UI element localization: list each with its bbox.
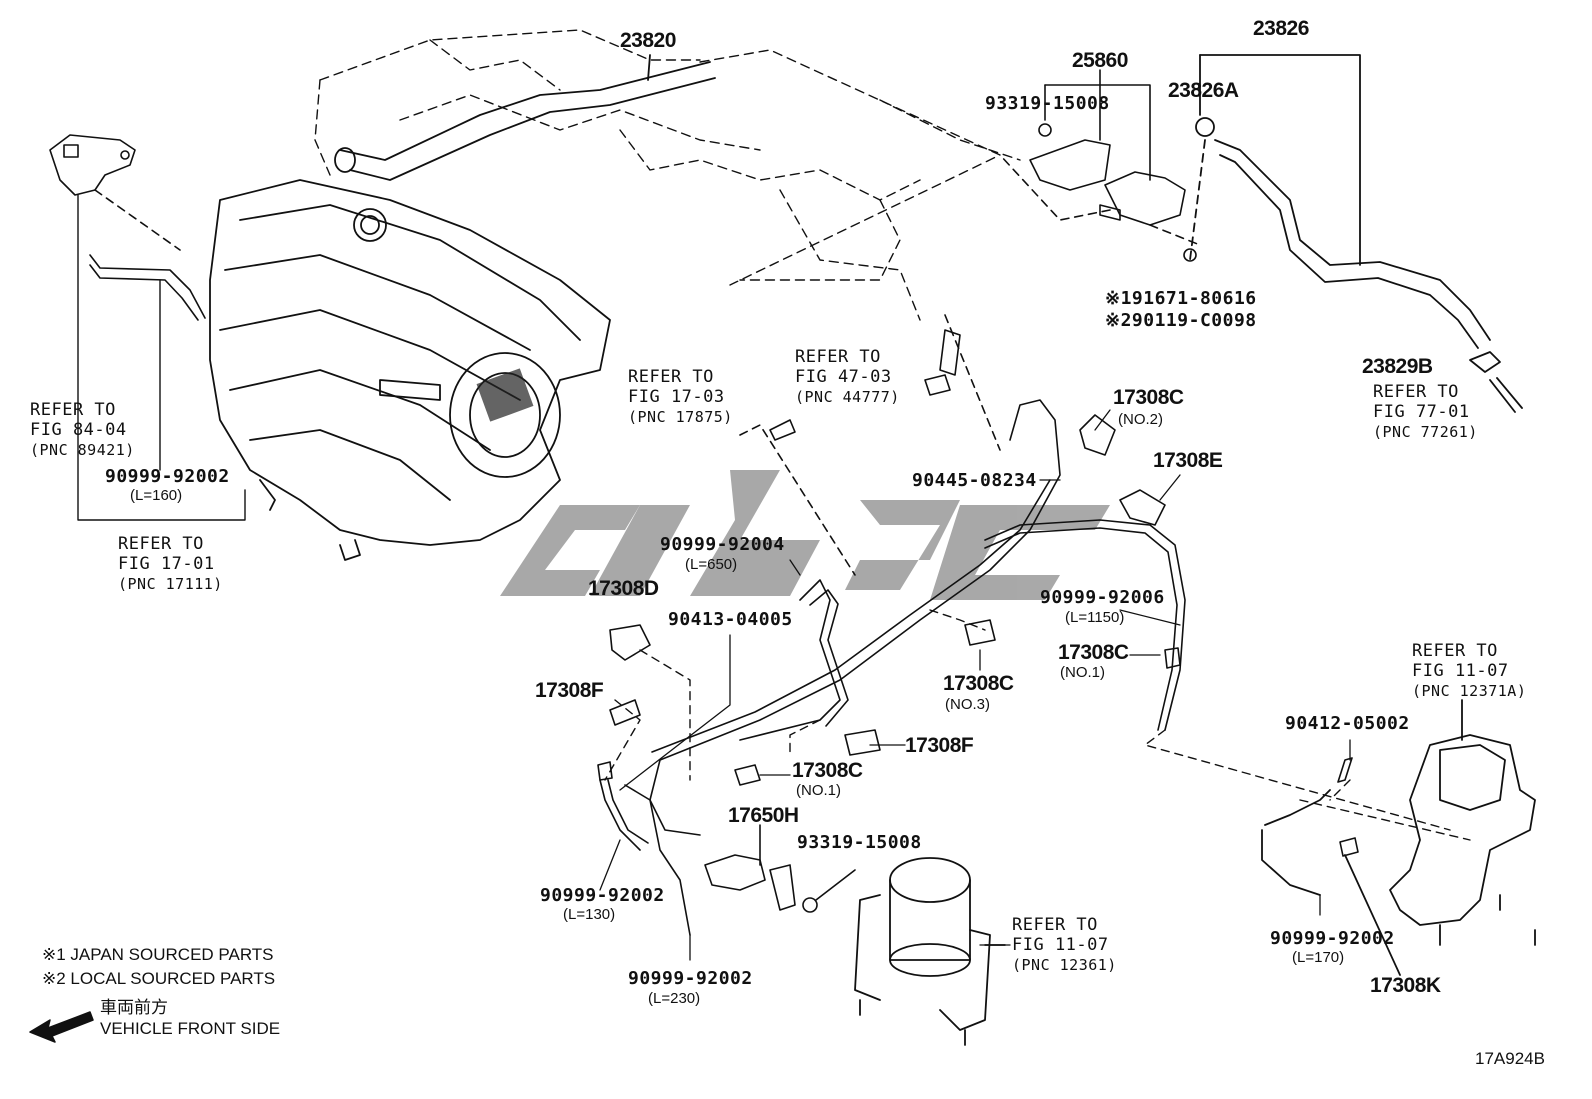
joint-parts	[739, 314, 1166, 576]
part-number-93319-top: 93319-15008	[985, 93, 1110, 114]
reference-line: FIG 84-04	[30, 420, 127, 441]
sensor-connector	[49, 134, 181, 251]
part-number-17308C-no2: 17308C	[1113, 386, 1184, 409]
leader-lines-left	[77, 194, 246, 521]
sub-label-L160: (L=160)	[130, 487, 183, 504]
part-number-90999-92002-160: 90999-92002	[105, 466, 230, 487]
part-number-90413: 90413-04005	[668, 609, 793, 630]
part-number-90412: 90412-05002	[1285, 713, 1410, 734]
part-number-90999-92002-230: 90999-92002	[628, 968, 753, 989]
dashed-leaders	[604, 609, 1471, 841]
reference-line: (PNC 12361)	[1012, 955, 1117, 974]
reference-fig-17-01: REFER TO FIG 17-01 (PNC 17111)	[118, 534, 223, 593]
note-front-en: VEHICLE FRONT SIDE	[100, 1019, 281, 1038]
vsv-17650H	[704, 824, 856, 913]
reference-fig-11-07-right: REFER TO FIG 11-07 (PNC 12371A)	[1412, 641, 1526, 700]
part-number-17308D: 17308D	[588, 577, 659, 600]
reference-fig-11-07-center: REFER TO FIG 11-07 (PNC 12361)	[1012, 915, 1117, 974]
reference-line: REFER TO	[795, 347, 881, 367]
reference-fig-47-03: REFER TO FIG 47-03 (PNC 44777)	[795, 347, 900, 406]
sub-label-L130: (L=130)	[563, 906, 616, 923]
note-front-jp: 車両前方	[100, 998, 168, 1017]
part-number-17650H: 17650H	[728, 804, 799, 827]
sub-label-L170: (L=170)	[1292, 949, 1345, 966]
engine-outline	[314, 29, 1021, 321]
reference-line: REFER TO	[118, 534, 204, 554]
intake-manifold	[209, 179, 611, 561]
reference-fig-17-03: REFER TO FIG 17-03 (PNC 17875)	[628, 367, 733, 426]
reference-line: (PNC 77261)	[1373, 422, 1478, 441]
part-number-90999-92002-170: 90999-92002	[1270, 928, 1395, 949]
sub-label-L1150: (L=1150)	[1065, 609, 1125, 626]
reference-line: (PNC 89421)	[30, 440, 135, 459]
reference-line: REFER TO	[628, 367, 714, 387]
reference-line: REFER TO	[30, 400, 116, 420]
figure-id: 17A924B	[1475, 1049, 1545, 1068]
part-number-191671: ※191671-80616	[1105, 288, 1257, 309]
reference-fig-84-04: REFER TO FIG 84-04 (PNC 89421)	[30, 400, 135, 459]
reference-line: FIG 17-01	[118, 554, 215, 575]
engine-mount-center	[854, 857, 1006, 1046]
hose-23826	[1189, 54, 1523, 413]
part-number-23826: 23826	[1253, 17, 1309, 40]
sub-label-L230: (L=230)	[648, 990, 701, 1007]
reference-line: FIG 77-01	[1373, 402, 1470, 423]
part-number-93319-bottom: 93319-15008	[797, 832, 922, 853]
reference-line: (PNC 12371A)	[1412, 681, 1527, 700]
reference-line: (PNC 17875)	[628, 407, 733, 426]
sub-label-no2: (NO.2)	[1118, 411, 1163, 428]
note-japan-sourced: ※1 JAPAN SOURCED PARTS	[42, 945, 274, 964]
reference-line: REFER TO	[1012, 915, 1098, 935]
engine-mount-right	[1261, 699, 1536, 976]
part-number-17308E: 17308E	[1153, 449, 1223, 472]
part-number-290119: ※290119-C0098	[1105, 310, 1257, 331]
reference-line: REFER TO	[1373, 382, 1459, 402]
reference-line: REFER TO	[1412, 641, 1498, 661]
part-number-17308F-mid: 17308F	[905, 734, 974, 757]
hose-160	[89, 254, 206, 321]
part-number-90999-92004: 90999-92004	[660, 534, 785, 555]
part-number-90999-92002-130: 90999-92002	[540, 885, 665, 906]
part-number-17308C-no1-right: 17308C	[1058, 641, 1129, 664]
vsv-25860	[999, 69, 1201, 262]
sub-label-no3: (NO.3)	[945, 696, 990, 713]
watermark-logo	[500, 470, 1110, 600]
leader-lines	[599, 409, 1351, 961]
reference-line: (PNC 17111)	[118, 574, 223, 593]
part-number-23829B: 23829B	[1362, 355, 1433, 378]
part-number-17308K: 17308K	[1370, 974, 1441, 997]
reference-line: FIG 47-03	[795, 367, 892, 388]
part-number-17308C-no3: 17308C	[943, 672, 1014, 695]
hose-23820	[334, 54, 716, 181]
reference-line: FIG 11-07	[1012, 935, 1109, 956]
sub-label-no1-mid: (NO.1)	[796, 782, 841, 799]
vacuum-hoses	[599, 399, 1186, 936]
part-number-17308C-no1-mid: 17308C	[792, 759, 863, 782]
part-number-23826A: 23826A	[1168, 79, 1239, 102]
sub-label-L650: (L=650)	[685, 556, 738, 573]
part-number-23820: 23820	[620, 29, 676, 52]
reference-line: (PNC 44777)	[795, 387, 900, 406]
sub-label-no1-right: (NO.1)	[1060, 664, 1105, 681]
part-number-17308F-left: 17308F	[535, 679, 604, 702]
reference-line: FIG 11-07	[1412, 661, 1509, 682]
reference-line: FIG 17-03	[628, 387, 725, 408]
clamps	[597, 619, 1359, 857]
part-number-90999-92006: 90999-92006	[1040, 587, 1165, 608]
part-number-25860: 25860	[1072, 49, 1128, 72]
note-local-sourced: ※2 LOCAL SOURCED PARTS	[42, 969, 276, 988]
front-arrow-icon	[29, 1011, 94, 1043]
part-number-90445: 90445-08234	[912, 470, 1037, 491]
reference-fig-77-01: REFER TO FIG 77-01 (PNC 77261)	[1373, 382, 1478, 441]
